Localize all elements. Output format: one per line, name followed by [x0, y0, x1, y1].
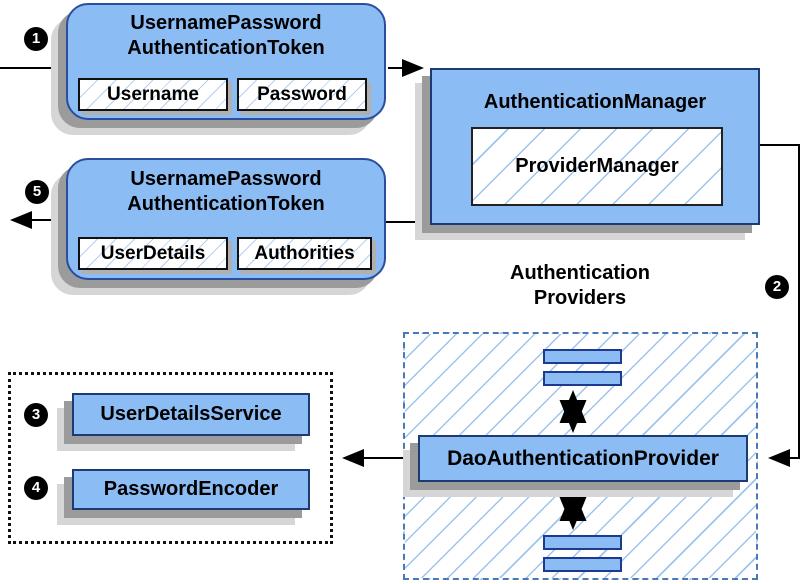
password-field-label: Password — [257, 84, 347, 105]
other-provider-placeholder — [543, 557, 622, 572]
step-badge-1: 1 — [24, 27, 48, 51]
user-details-service-box: UserDetailsService — [72, 393, 310, 436]
step-badge-5: 5 — [25, 180, 49, 204]
authentication-manager-title: AuthenticationManager — [483, 91, 707, 113]
userdetails-field: UserDetails — [78, 237, 228, 270]
response-token-box: UsernamePassword AuthenticationToken Use… — [66, 158, 386, 280]
request-token-box: UsernamePassword AuthenticationToken Use… — [66, 3, 386, 120]
user-details-service-label: UserDetailsService — [100, 403, 282, 425]
other-provider-placeholder — [543, 349, 622, 364]
step-badge-2: 2 — [765, 275, 789, 299]
request-token-title-line2: AuthenticationToken — [127, 37, 325, 59]
beans-container — [8, 372, 333, 544]
provider-manager-label: ProviderManager — [515, 155, 679, 177]
password-field: Password — [237, 78, 367, 111]
authorities-field: Authorities — [237, 237, 372, 270]
authentication-manager-box: AuthenticationManager ProviderManager — [430, 68, 760, 225]
username-field-label: Username — [107, 84, 199, 105]
dao-authentication-provider-box: DaoAuthenticationProvider — [418, 435, 748, 482]
step-badge-4: 4 — [24, 476, 48, 500]
step-badge-3: 3 — [24, 403, 48, 427]
response-token-title-line1: UsernamePassword — [130, 168, 322, 190]
authorities-field-label: Authorities — [254, 243, 355, 264]
password-encoder-label: PasswordEncoder — [103, 478, 279, 500]
userdetails-field-label: UserDetails — [100, 243, 206, 264]
response-token-title-line2: AuthenticationToken — [127, 193, 325, 215]
provider-manager-box: ProviderManager — [471, 127, 723, 206]
username-field: Username — [78, 78, 228, 111]
authentication-providers-heading: Authentication Providers — [430, 261, 730, 311]
authentication-providers-heading-line2: Providers — [533, 287, 627, 309]
arrow-manager-to-provider — [760, 144, 800, 467]
password-encoder-box: PasswordEncoder — [72, 469, 310, 510]
other-provider-placeholder — [543, 535, 622, 550]
dao-authentication-provider-label: DaoAuthenticationProvider — [447, 447, 719, 470]
request-token-title-line1: UsernamePassword — [130, 12, 322, 34]
authentication-providers-heading-line1: Authentication — [510, 262, 650, 284]
other-provider-placeholder — [543, 371, 622, 386]
